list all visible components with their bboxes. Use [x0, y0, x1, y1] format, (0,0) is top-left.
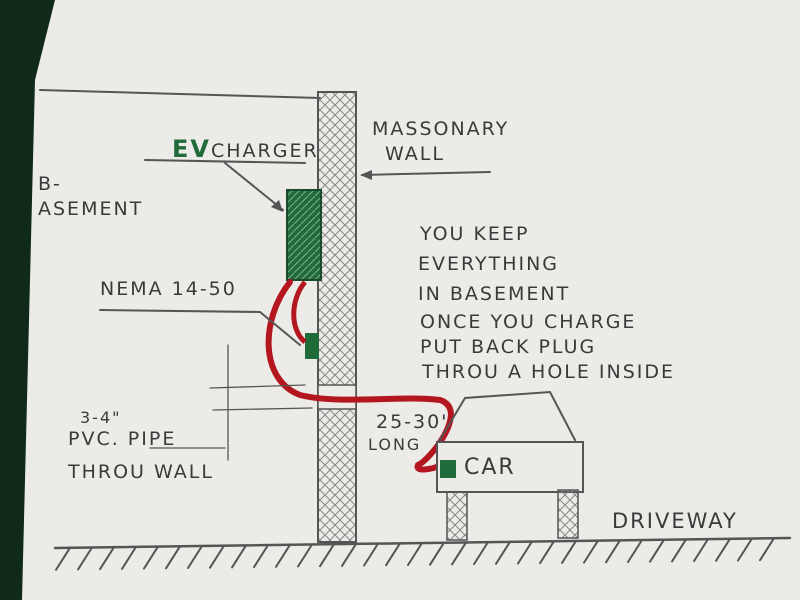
nema-leader-arrow — [99, 309, 301, 346]
ev-charger-leader-arrow — [144, 159, 306, 211]
ground-hatch-stroke — [451, 541, 467, 566]
charger-cable-long — [265, 279, 454, 473]
paper-sheet — [22, 0, 800, 600]
pipe-size-label: 3-4" — [80, 408, 122, 427]
note-line: PUT BACK PLUG — [420, 336, 596, 358]
note-line: YOU KEEP — [419, 223, 529, 245]
ground-hatch-stroke — [341, 542, 357, 567]
ground-hatch-stroke — [55, 546, 71, 571]
car-label: CAR — [464, 455, 516, 480]
ground-hatch-stroke — [231, 544, 247, 569]
ground-hatch-stroke — [759, 537, 775, 562]
ground-hatch-stroke — [605, 539, 621, 564]
ground-hatch-stroke — [539, 540, 555, 565]
ground-hatch-stroke — [429, 541, 445, 566]
ground-hatch-stroke — [297, 543, 313, 568]
note-line: EVERYTHING — [418, 253, 559, 275]
ground-hatch-stroke — [275, 543, 291, 568]
basement-label-2: ASEMENT — [38, 198, 143, 220]
ground-hatch-stroke — [583, 539, 599, 564]
driveway-label: DRIVEWAY — [612, 509, 738, 533]
pipe-label-2: THROU WALL — [67, 461, 214, 483]
pipe-dimension-lines — [149, 344, 313, 461]
ground-hatch-stroke — [99, 546, 115, 571]
nema-label: NEMA 14-50 — [100, 278, 237, 300]
ground-hatch-stroke — [693, 538, 709, 563]
ground-hatch-stroke — [671, 538, 687, 563]
ev-charger-box — [286, 189, 322, 281]
masonry-label-2: WALL — [385, 143, 445, 165]
nema-outlet — [305, 333, 319, 359]
ground-hatch-stroke — [561, 539, 577, 564]
car-charge-port — [440, 460, 456, 478]
ground-hatch-stroke — [627, 539, 643, 564]
note-line: THROU A HOLE INSIDE — [421, 361, 675, 383]
ground-hatch-stroke — [715, 537, 731, 562]
ground-hatch-stroke — [209, 544, 225, 569]
masonry-label-1: MASSONARY — [372, 118, 509, 140]
masonry-wall — [317, 91, 357, 543]
ev-charger-label: EVCHARGER — [172, 135, 319, 163]
ground-hatch-stroke — [517, 540, 533, 565]
ground-hatch-stroke — [187, 545, 203, 569]
note-line: IN BASEMENT — [418, 283, 570, 305]
car — [436, 390, 584, 541]
ceiling-line — [39, 89, 321, 99]
ground-hatching — [55, 537, 775, 571]
ground-hatch-stroke — [495, 540, 511, 565]
masonry-leader-arrow — [361, 171, 491, 176]
note-line: ONCE YOU CHARGE — [420, 311, 636, 333]
ground-hatch-stroke — [407, 542, 423, 567]
ground-hatch-stroke — [385, 542, 401, 567]
ground-hatch-stroke — [143, 545, 159, 570]
instruction-note: YOU KEEP EVERYTHING IN BASEMENT ONCE YOU… — [418, 223, 675, 383]
cable-length-label: 25-30' — [376, 411, 448, 433]
basement-label-1: B- — [38, 173, 62, 195]
ground-hatch-stroke — [77, 546, 93, 571]
ground-hatch-stroke — [253, 544, 269, 569]
ground-hatch-stroke — [319, 543, 335, 568]
charger-cable-short — [291, 280, 308, 344]
ground-hatch-stroke — [473, 541, 489, 566]
ground-hatch-stroke — [121, 545, 137, 570]
pipe-label-1: PVC. PIPE — [68, 428, 176, 450]
ground-hatch-stroke — [363, 542, 379, 567]
cable-long-label: LONG — [368, 435, 421, 454]
ground-hatch-stroke — [649, 538, 665, 563]
ground-hatch-stroke — [165, 545, 181, 570]
ground-hatch-stroke — [737, 537, 753, 562]
